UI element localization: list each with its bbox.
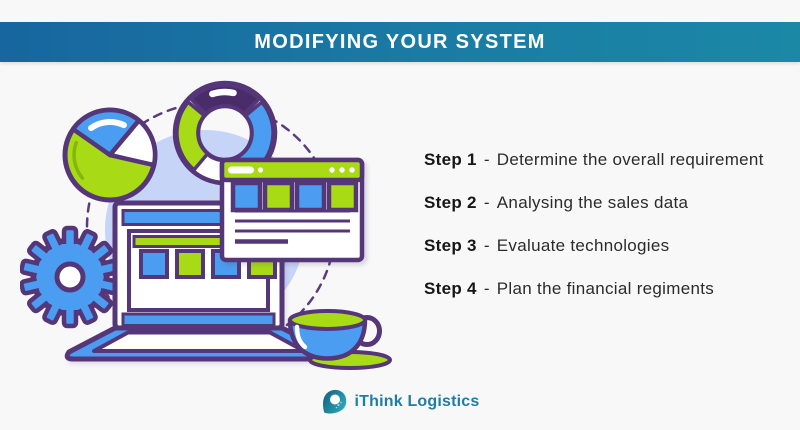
step-item-3: Step 3-Evaluate technologies — [424, 236, 764, 256]
step-separator: - — [483, 279, 490, 298]
window-dot-icon — [329, 167, 335, 173]
window-dot-icon — [349, 167, 355, 173]
step-item-2: Step 2-Analysing the sales data — [424, 193, 764, 213]
step-separator: - — [483, 193, 490, 212]
step-label: Step 3 — [424, 236, 477, 255]
address-bar — [228, 166, 254, 174]
step-separator: - — [483, 236, 490, 255]
step-text: Analysing the sales data — [496, 193, 689, 212]
step-text: Plan the financial regiments — [496, 279, 715, 298]
brand-name: iThink Logistics — [354, 393, 480, 410]
coffee-cup-icon — [287, 309, 392, 370]
brand-pin-icon — [322, 389, 346, 414]
step-label: Step 4 — [424, 279, 477, 298]
header-banner: MODIFYING YOUR SYSTEM — [0, 22, 800, 62]
step-separator: - — [483, 150, 490, 169]
step-label: Step 1 — [424, 150, 477, 169]
page-title: MODIFYING YOUR SYSTEM — [254, 30, 546, 53]
gear-icon — [21, 228, 119, 326]
step-text: Determine the overall requirement — [496, 150, 764, 169]
footer-brand: iThink Logistics — [0, 386, 800, 418]
steps-list: Step 1-Determine the overall requirement… — [424, 150, 764, 322]
step-item-4: Step 4-Plan the financial regiments — [424, 279, 764, 299]
window-dot-icon — [339, 167, 345, 173]
system-analytics-illustration — [20, 80, 392, 370]
step-item-1: Step 1-Determine the overall requirement — [424, 150, 764, 170]
step-text: Evaluate technologies — [496, 236, 670, 255]
pie-chart-icon — [62, 107, 158, 203]
browser-window — [219, 157, 365, 263]
step-label: Step 2 — [424, 193, 477, 212]
